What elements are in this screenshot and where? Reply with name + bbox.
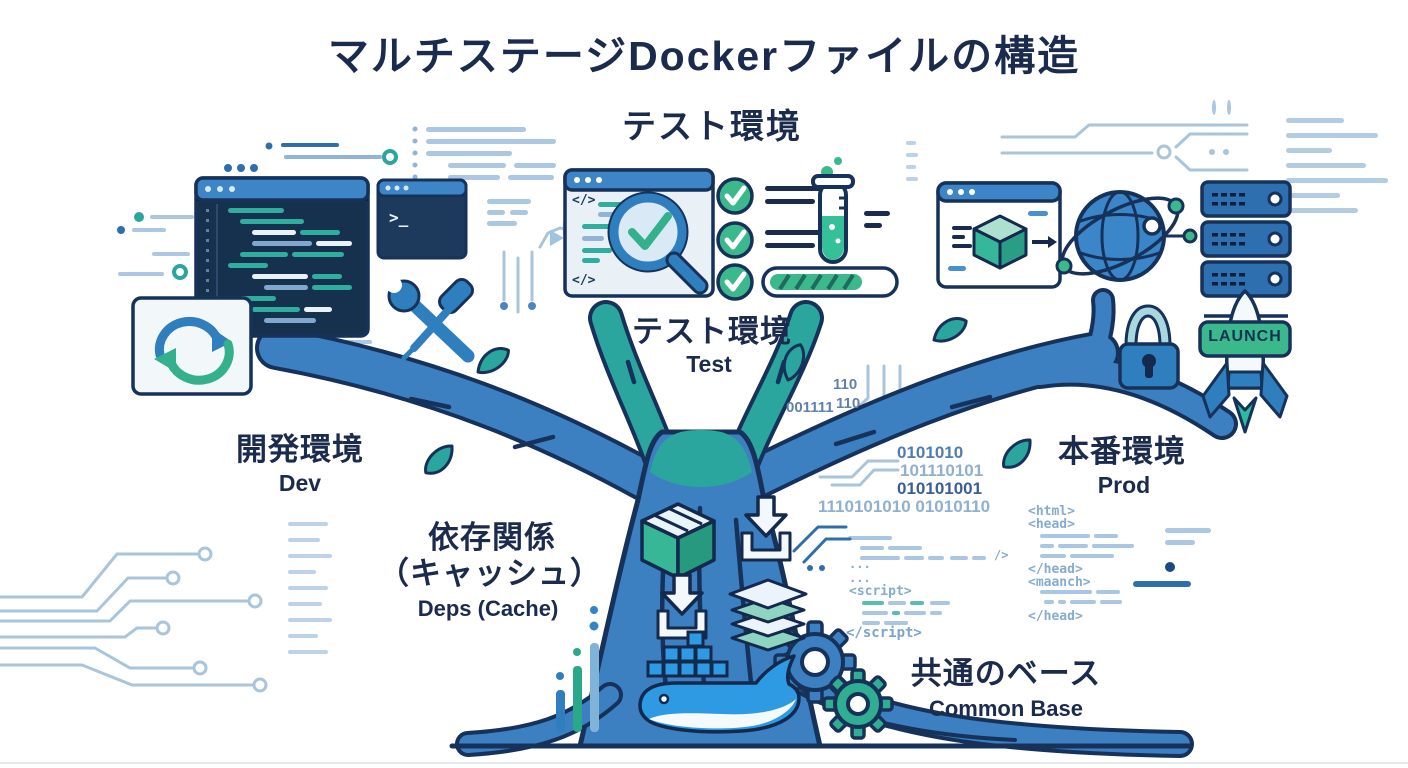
magnifier-icon bbox=[607, 191, 709, 295]
label-base-ja: 共通のベース bbox=[910, 656, 1102, 691]
code-symbol-icon: </> bbox=[572, 273, 596, 288]
test-tube-icon bbox=[811, 157, 890, 264]
code-tag: <html> bbox=[1028, 504, 1075, 519]
label-test-ja: テスト環境 bbox=[632, 314, 792, 349]
checklist bbox=[716, 177, 827, 301]
label-deps-ja2: （キャッシュ） bbox=[378, 556, 602, 591]
code-tag: <script> bbox=[849, 584, 912, 599]
label-test-en: Test bbox=[686, 351, 732, 377]
bottom-edge-line bbox=[0, 762, 1408, 764]
cube-icon bbox=[972, 214, 1028, 270]
bar-chart-marks bbox=[556, 606, 599, 732]
label-dev-ja: 開発環境 bbox=[236, 432, 364, 467]
browser-build-window bbox=[936, 181, 1062, 289]
binary-text: 101110101 bbox=[900, 461, 984, 480]
label-deps-en: Deps (Cache) bbox=[417, 596, 559, 621]
binary-text: 1110101010 01010110 bbox=[818, 497, 991, 516]
globe-icon bbox=[1055, 190, 1198, 282]
binary-text: 0101010 bbox=[897, 443, 964, 462]
code-ellipsis: ... bbox=[849, 557, 871, 571]
code-tag: <maanch> bbox=[1028, 575, 1091, 590]
launch-badge-label: LAUNCH bbox=[1208, 328, 1282, 345]
test-window bbox=[550, 168, 715, 298]
docker-tree bbox=[255, 288, 1238, 758]
launch-badge bbox=[1198, 320, 1292, 358]
code-ellipsis: ... bbox=[849, 571, 871, 585]
page-title: マルチステージDockerファイルの構造 bbox=[327, 33, 1081, 79]
terminal-window bbox=[376, 178, 468, 260]
tools-icon bbox=[386, 277, 475, 363]
label-test-heading: テスト環境 bbox=[622, 108, 802, 146]
binary-text: 010101001 bbox=[897, 479, 983, 498]
refresh-icon bbox=[131, 296, 253, 396]
binary-text: 110 bbox=[836, 395, 861, 412]
label-prod-en: Prod bbox=[1097, 472, 1151, 498]
rocket-icon bbox=[1198, 289, 1292, 434]
leaves bbox=[424, 317, 1032, 475]
code-tag: <head> bbox=[1028, 517, 1075, 532]
docker-whale-icon bbox=[638, 630, 801, 734]
label-deps-ja1: 依存関係 bbox=[428, 520, 556, 555]
label-prod-ja: 本番環境 bbox=[1058, 434, 1186, 469]
lock-icon bbox=[1118, 304, 1180, 390]
label-base-en: Common Base bbox=[928, 696, 1084, 721]
terminal-prompt: >_ bbox=[389, 208, 409, 227]
download-icon bbox=[740, 495, 792, 562]
progress-bar bbox=[761, 266, 899, 298]
code-tag: </head> bbox=[1028, 609, 1083, 624]
layers-icon bbox=[728, 578, 808, 652]
code-tag: </script> bbox=[846, 625, 922, 641]
arrow-into-test bbox=[550, 230, 564, 246]
label-dev-en: Dev bbox=[278, 470, 322, 496]
code-symbol-icon: </> bbox=[572, 193, 596, 208]
gear-icon bbox=[822, 668, 894, 740]
package-box-icon bbox=[640, 502, 716, 580]
dev-branch bbox=[255, 326, 678, 508]
binary-text: 110 bbox=[833, 376, 858, 393]
binary-text: 001111 bbox=[786, 399, 834, 416]
code-tag: /> bbox=[994, 548, 1009, 562]
code-tag: </head> bbox=[1028, 562, 1083, 577]
